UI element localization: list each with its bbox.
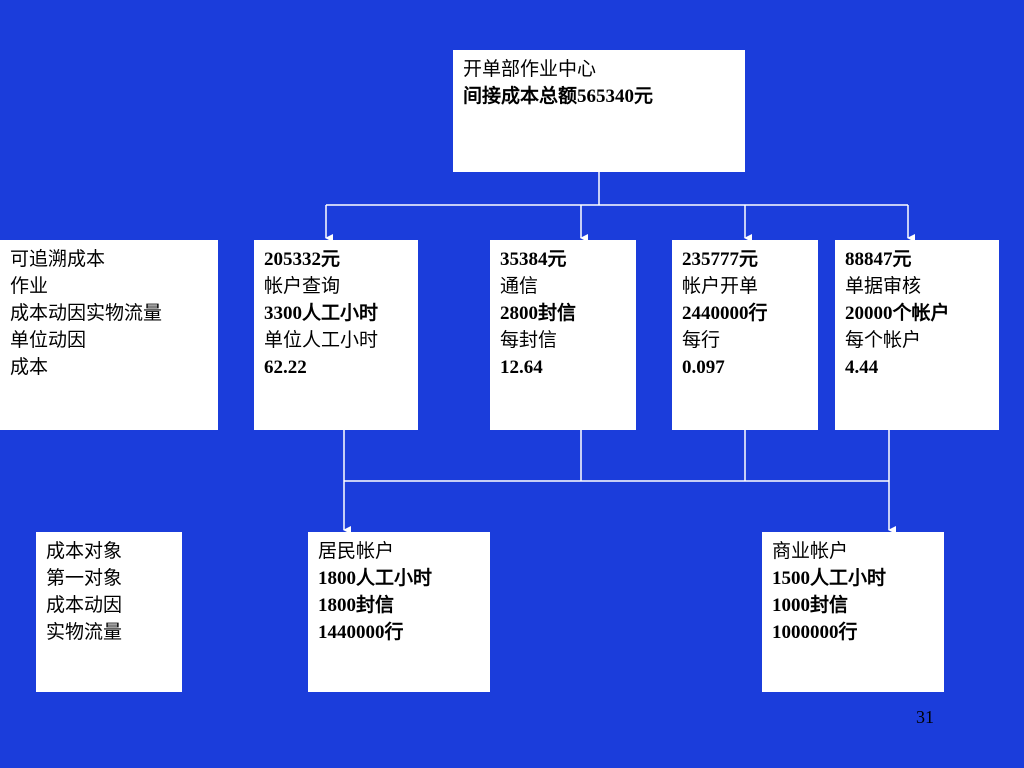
legend-lower-line-3: 成本动因 <box>46 594 123 616</box>
activity-3-cost: 235777元 <box>682 249 759 270</box>
activity-1-cost: 205332元 <box>264 249 341 270</box>
legend-upper-line-1: 可追溯成本 <box>10 248 106 270</box>
legend-lower-box: 成本对象 第一对象 成本动因 实物流量 <box>36 532 182 692</box>
activity-3-name: 帐户开单 <box>682 275 759 297</box>
legend-upper-box: 可追溯成本 作业 成本动因实物流量 单位动因 成本 <box>0 240 218 430</box>
activity-1-rate: 62.22 <box>264 357 307 378</box>
legend-upper-line-3: 成本动因实物流量 <box>10 302 163 324</box>
object-1-letters: 1800封信 <box>318 595 395 616</box>
page-number: 31 <box>916 707 934 727</box>
activity-4-rate: 4.44 <box>845 357 879 378</box>
legend-lower-line-1: 成本对象 <box>46 540 123 562</box>
object-1-labor-hours: 1800人工小时 <box>318 568 433 589</box>
cost-object-commercial-account: 商业帐户 1500人工小时 1000封信 1000000行 <box>762 532 944 692</box>
activity-1-name: 帐户查询 <box>264 275 341 297</box>
object-2-name: 商业帐户 <box>772 540 849 562</box>
object-2-letters: 1000封信 <box>772 595 849 616</box>
legend-lower-line-2: 第一对象 <box>46 567 123 589</box>
activity-4-cost: 88847元 <box>845 249 912 270</box>
activity-box-correspondence: 35384元 通信 2800封信 每封信 12.64 <box>490 240 636 430</box>
activity-4-name: 单据审核 <box>845 275 922 297</box>
activity-2-rate: 12.64 <box>500 357 543 378</box>
activity-1-driver-volume: 3300人工小时 <box>264 303 379 324</box>
activity-1-unit: 单位人工小时 <box>264 329 379 351</box>
activity-3-rate: 0.097 <box>682 357 725 378</box>
legend-upper-line-5: 成本 <box>10 356 49 378</box>
object-1-name: 居民帐户 <box>318 540 395 562</box>
activity-box-account-inquiry: 205332元 帐户查询 3300人工小时 单位人工小时 62.22 <box>254 240 418 430</box>
activity-2-name: 通信 <box>500 275 539 297</box>
activity-box-account-billing: 235777元 帐户开单 2440000行 每行 0.097 <box>672 240 818 430</box>
activity-center-box: 开单部作业中心 间接成本总额565340元 <box>453 50 745 172</box>
activity-3-unit: 每行 <box>682 329 721 351</box>
activity-center-title: 开单部作业中心 <box>463 58 597 80</box>
activity-3-driver-volume: 2440000行 <box>682 303 768 324</box>
object-2-labor-hours: 1500人工小时 <box>772 568 887 589</box>
activity-box-bill-verification: 88847元 单据审核 20000个帐户 每个帐户 4.44 <box>835 240 999 430</box>
object-2-lines: 1000000行 <box>772 622 858 643</box>
legend-upper-line-2: 作业 <box>10 275 49 297</box>
activity-center-total: 间接成本总额565340元 <box>463 86 654 107</box>
activity-2-cost: 35384元 <box>500 249 567 270</box>
legend-lower-line-4: 实物流量 <box>46 621 123 643</box>
object-1-lines: 1440000行 <box>318 622 404 643</box>
activity-2-unit: 每封信 <box>500 329 558 351</box>
cost-object-residential-account: 居民帐户 1800人工小时 1800封信 1440000行 <box>308 532 490 692</box>
activity-4-unit: 每个帐户 <box>845 329 922 351</box>
activity-4-driver-volume: 20000个帐户 <box>845 303 950 324</box>
activity-2-driver-volume: 2800封信 <box>500 303 577 324</box>
legend-upper-line-4: 单位动因 <box>10 329 87 351</box>
